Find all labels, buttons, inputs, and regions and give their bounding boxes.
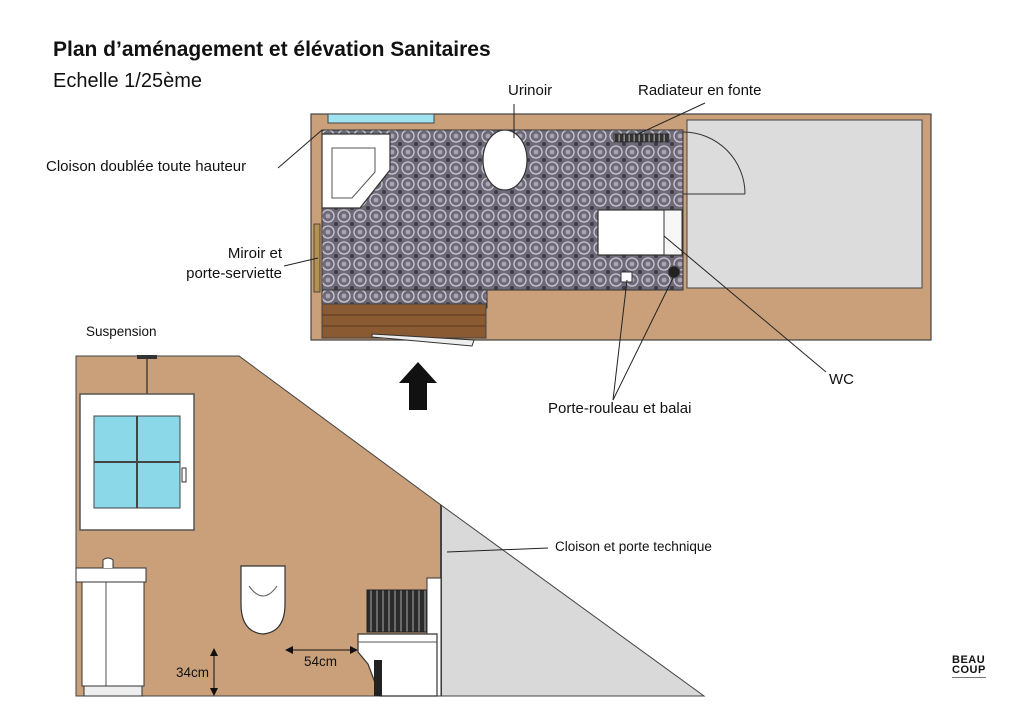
- logo-tagline-mark: [952, 677, 986, 684]
- mirror-label: Miroir et porte-serviette: [186, 245, 282, 282]
- wc-tank-plan: [663, 209, 683, 256]
- wood-step: [321, 303, 487, 339]
- pendant-label: Suspension: [86, 324, 157, 339]
- tech-partition-label: Cloison et porte technique: [555, 539, 712, 554]
- urinal-plan: [482, 129, 528, 191]
- radiator-plan: [613, 133, 670, 143]
- logo-line-1: BEAU: [952, 654, 986, 666]
- beaucoup-logo: BEAU COUP: [952, 655, 986, 684]
- vanity-cabinet: [81, 581, 145, 687]
- urinal-elevation: [240, 565, 286, 635]
- radiator-elevation: [366, 589, 430, 633]
- logo-line-2: COUP: [952, 664, 986, 676]
- door-swing-plan: [682, 131, 746, 195]
- roll-holder-label: Porte-rouleau et balai: [548, 400, 692, 417]
- vanity-counter: [75, 567, 147, 583]
- wc-label: WC: [829, 371, 854, 388]
- radiator-label: Radiateur en fonte: [638, 82, 762, 99]
- partition-label: Cloison doublée toute hauteur: [46, 158, 247, 175]
- entry-door-plan: [371, 333, 475, 347]
- brush-holder-plan: [667, 265, 681, 279]
- technical-room-plan: [686, 119, 923, 289]
- entry-arrow-icon: [399, 362, 437, 410]
- elevation: [75, 355, 706, 697]
- sink-unit-plan: [321, 133, 391, 209]
- urinal-label: Urinoir: [508, 82, 553, 99]
- window-plan: [327, 113, 435, 124]
- scale-subtitle: Echelle 1/25ème: [53, 70, 202, 92]
- page-title: Plan d’aménagement et élévation Sanitair…: [53, 38, 491, 61]
- plan-leader-lines: [277, 102, 827, 401]
- technical-zone-elevation: [440, 504, 706, 697]
- gap-dimension-label: 54cm: [304, 654, 338, 669]
- floor-plan: [310, 113, 932, 347]
- height-dimension-label: 34cm: [176, 665, 210, 680]
